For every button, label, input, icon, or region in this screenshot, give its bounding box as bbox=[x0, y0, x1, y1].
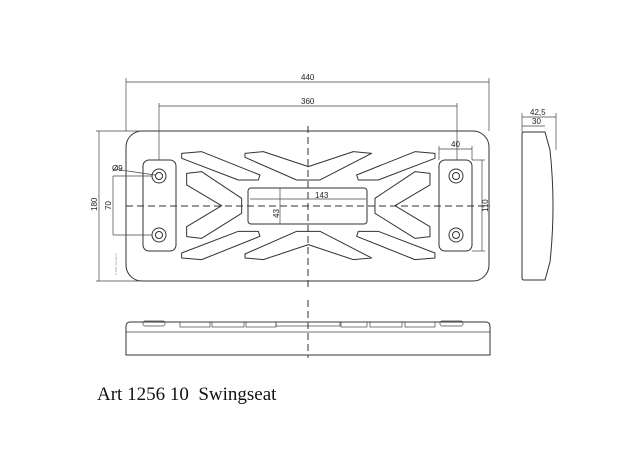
dim-pad-length: 110 bbox=[481, 199, 490, 212]
dim-overall-length: 440 bbox=[301, 73, 315, 82]
mounting-holes bbox=[151, 168, 464, 243]
dim-hole-spacing-width: 70 bbox=[104, 201, 113, 210]
mounting-pad-left bbox=[142, 159, 177, 252]
grip-slots bbox=[181, 151, 436, 261]
dim-hole-spacing-length: 360 bbox=[301, 97, 315, 106]
center-recess bbox=[247, 187, 368, 225]
watermark: © KBT Smaland bbox=[114, 253, 118, 275]
dim-side-total-thickness: 42,5 bbox=[530, 108, 546, 117]
dim-recess-length: 143 bbox=[315, 191, 329, 200]
dim-side-body-thickness: 30 bbox=[532, 117, 541, 126]
side-view-outline bbox=[521, 131, 554, 281]
dim-overall-width: 180 bbox=[90, 197, 99, 211]
mounting-pad-right bbox=[438, 159, 473, 252]
dim-hole-diameter: Ø9 bbox=[112, 164, 123, 173]
front-view bbox=[125, 300, 491, 358]
drawing-title: Art 1256 10 Swingseat bbox=[97, 384, 277, 405]
dim-recess-width: 43 bbox=[272, 209, 281, 218]
dim-pad-width: 40 bbox=[451, 140, 460, 149]
